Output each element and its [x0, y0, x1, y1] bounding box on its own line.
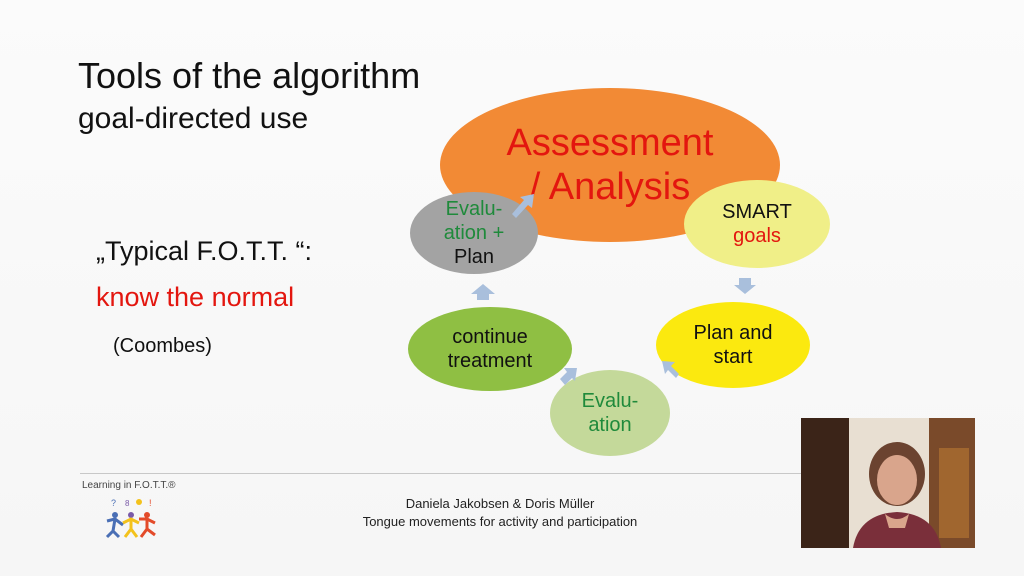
know-the-normal-label: know the normal: [96, 282, 295, 312]
fott-logo-icon: ? 8 !: [105, 498, 156, 539]
coombes-reference: (Coombes): [113, 335, 212, 357]
cycle-arrow-icon: [734, 278, 756, 294]
cycle-arrow-icon: [560, 368, 577, 385]
evaluation2-line2: ation: [588, 414, 632, 436]
slide-subtitle: goal-directed use: [78, 102, 309, 135]
brand-label: Learning in F.O.T.T.®: [82, 480, 176, 491]
smart-line1: SMART: [722, 201, 792, 223]
smart-line2: goals: [733, 225, 781, 247]
evaluation1-line1: Evalu-: [445, 198, 503, 220]
evaluation1-line3: Plan: [453, 246, 495, 268]
presenter-video: [801, 418, 975, 548]
cycle-arrow-icon: [662, 361, 679, 378]
plan-line2: start: [713, 346, 753, 368]
footer-divider: [80, 473, 802, 474]
svg-text:8: 8: [125, 499, 130, 508]
typical-fott-label: „Typical F.O.T.T. “:: [96, 236, 313, 266]
svg-text:!: !: [149, 498, 152, 508]
continue-line1: continue: [452, 326, 528, 348]
evaluation-node: Evalu- ation: [550, 370, 670, 456]
smart-goals-node: SMART goals: [684, 180, 830, 268]
evaluation2-line1: Evalu-: [581, 390, 639, 412]
plan-start-node: Plan and start: [656, 302, 810, 388]
plan-line1: Plan and: [693, 322, 773, 344]
footer-authors: Daniela Jakobsen & Doris Müller: [405, 496, 595, 511]
webcam-video-icon: [801, 418, 975, 548]
evaluation1-line2: ation +: [443, 222, 505, 244]
continue-line2: treatment: [447, 350, 533, 372]
cycle-arrow-icon: [512, 194, 534, 218]
footer-topic: Tongue movements for activity and partic…: [362, 514, 638, 529]
cycle-arrow-icon: [471, 284, 495, 300]
svg-text:?: ?: [111, 498, 116, 508]
continue-treatment-node: continue treatment: [408, 307, 572, 391]
assessment-line2: / Analysis: [529, 166, 691, 208]
footer-text: Daniela Jakobsen & Doris Müller Tongue m…: [330, 495, 670, 531]
assessment-line1: Assessment: [506, 122, 714, 164]
slide-title: Tools of the algorithm: [78, 55, 421, 96]
evaluation-plan-node: Evalu- ation + Plan: [410, 192, 538, 274]
